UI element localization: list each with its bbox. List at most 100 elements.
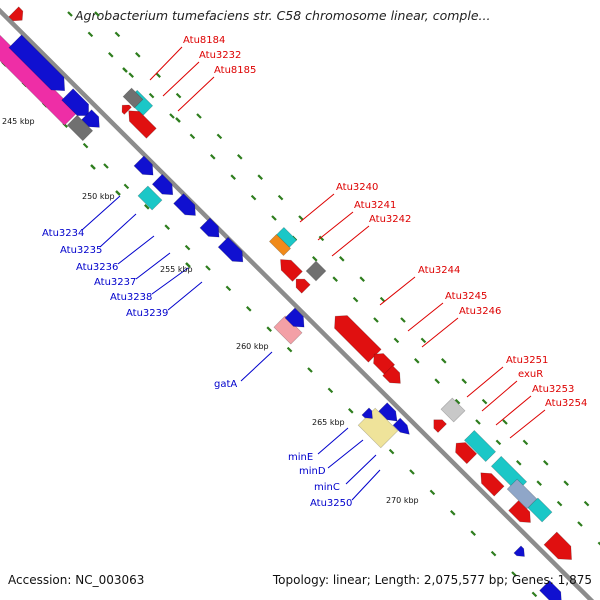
gene-label-reverse[interactable]: Atu3232: [199, 50, 241, 61]
gene-box-gray: [305, 260, 327, 282]
gene-label-forward[interactable]: Atu3237: [94, 277, 136, 288]
leader-line: [351, 469, 381, 501]
tick-mark: [475, 419, 481, 425]
tick-mark: [155, 72, 161, 78]
tick-mark: [122, 67, 128, 73]
gene-arrow-reverse: [508, 500, 531, 523]
gene-box-steel: [506, 478, 538, 510]
gene-label-forward[interactable]: minC: [314, 482, 340, 493]
leader-line: [177, 76, 215, 112]
tick-mark: [556, 500, 563, 507]
gene-arrow-reverse: [8, 6, 24, 22]
gene-label-reverse[interactable]: Atu3254: [545, 398, 587, 409]
tick-mark: [148, 92, 155, 99]
gene-arrow-reverse: [480, 472, 505, 497]
tick-mark: [169, 113, 175, 119]
gene-arrow-reverse: [128, 110, 157, 139]
gene-label-forward[interactable]: Atu3250: [310, 498, 352, 509]
gene-arrow-reverse: [543, 531, 572, 560]
tick-mark: [123, 183, 130, 190]
gene-label-forward[interactable]: Atu3236: [76, 262, 118, 273]
tick-mark: [108, 52, 114, 58]
tick-mark: [103, 163, 109, 169]
gene-arrow-forward: [8, 34, 66, 92]
leader-line: [81, 195, 121, 231]
tick-mark: [339, 256, 345, 262]
tick-mark: [583, 500, 590, 507]
tick-mark: [67, 11, 73, 17]
gene-label-forward[interactable]: Atu3234: [42, 228, 84, 239]
gene-label-reverse[interactable]: Atu3240: [336, 182, 378, 193]
tick-mark: [577, 521, 583, 527]
gene-label-reverse[interactable]: Atu3246: [459, 306, 501, 317]
leader-line: [495, 395, 532, 426]
gene-label-forward[interactable]: minD: [299, 466, 326, 477]
topology-summary: Topology: linear; Length: 2,075,577 bp; …: [272, 573, 592, 587]
leader-line: [317, 211, 354, 241]
gene-box-cyan: [463, 429, 497, 463]
leader-line: [117, 235, 155, 265]
tick-mark: [175, 92, 182, 99]
gene-label-reverse[interactable]: Atu3251: [506, 355, 548, 366]
gene-label-forward[interactable]: minE: [288, 452, 313, 463]
tick-mark: [87, 31, 94, 38]
leader-line: [466, 366, 504, 398]
gene-labels: Atu8184Atu3232Atu8185Atu3240Atu3241Atu32…: [42, 35, 587, 509]
tick-mark: [298, 215, 304, 221]
gene-label-reverse[interactable]: Atu3242: [369, 214, 411, 225]
gene-label-forward[interactable]: Atu3238: [110, 292, 152, 303]
gene-box-orange: [268, 233, 292, 257]
tick-mark: [266, 326, 272, 332]
tick-mark: [531, 591, 538, 598]
kbp-label: 250 kbp: [82, 192, 115, 201]
gene-arrow-forward: [61, 88, 89, 116]
tick-mark: [82, 142, 89, 149]
tick-mark: [237, 154, 243, 160]
gene-arrow-forward: [173, 193, 196, 216]
leader-line: [421, 317, 459, 348]
tick-mark: [359, 276, 365, 282]
tick-mark: [563, 480, 569, 486]
tick-mark: [379, 296, 386, 303]
gene-label-forward[interactable]: Atu3235: [60, 245, 102, 256]
tick-mark: [210, 154, 216, 160]
gene-label-reverse[interactable]: Atu3245: [445, 291, 487, 302]
gene-label-forward[interactable]: Atu3239: [126, 308, 168, 319]
tick-mark: [414, 358, 420, 364]
tick-mark: [434, 378, 440, 384]
gene-label-reverse[interactable]: Atu8185: [214, 65, 256, 76]
tick-mark: [128, 72, 134, 78]
tick-mark: [216, 133, 223, 140]
gene-arrow-reverse: [121, 104, 132, 115]
gene-arrow-reverse: [433, 419, 447, 433]
leader-line: [167, 281, 203, 311]
tick-mark: [175, 117, 181, 123]
tick-mark: [470, 530, 476, 536]
gene-label-reverse[interactable]: Atu3244: [418, 265, 460, 276]
tick-mark: [184, 244, 191, 251]
tick-mark: [225, 285, 232, 292]
gene-arrow-forward: [513, 545, 525, 557]
tick-mark: [450, 510, 456, 516]
tick-mark: [393, 337, 400, 344]
gene-label-reverse[interactable]: Atu3253: [532, 384, 574, 395]
gene-label-forward[interactable]: gatA: [214, 379, 237, 390]
gene-box-gray: [122, 87, 144, 109]
leader-line: [299, 193, 335, 223]
leader-line: [509, 409, 546, 439]
gene-label-reverse[interactable]: Atu3241: [354, 200, 396, 211]
gene-label-reverse[interactable]: Atu8184: [183, 35, 225, 46]
leader-line: [135, 252, 171, 280]
gene-label-reverse[interactable]: exuR: [518, 369, 543, 380]
leader-line: [151, 267, 189, 295]
leader-line: [149, 46, 183, 81]
tick-mark: [144, 204, 150, 210]
kbp-label: 270 kbp: [386, 496, 419, 505]
tick-mark: [196, 113, 202, 119]
tick-mark: [230, 174, 236, 180]
tick-mark: [332, 276, 338, 282]
genome-backbone: [0, 7, 595, 600]
tick-mark: [511, 571, 517, 577]
kbp-label: 265 kbp: [312, 418, 345, 427]
